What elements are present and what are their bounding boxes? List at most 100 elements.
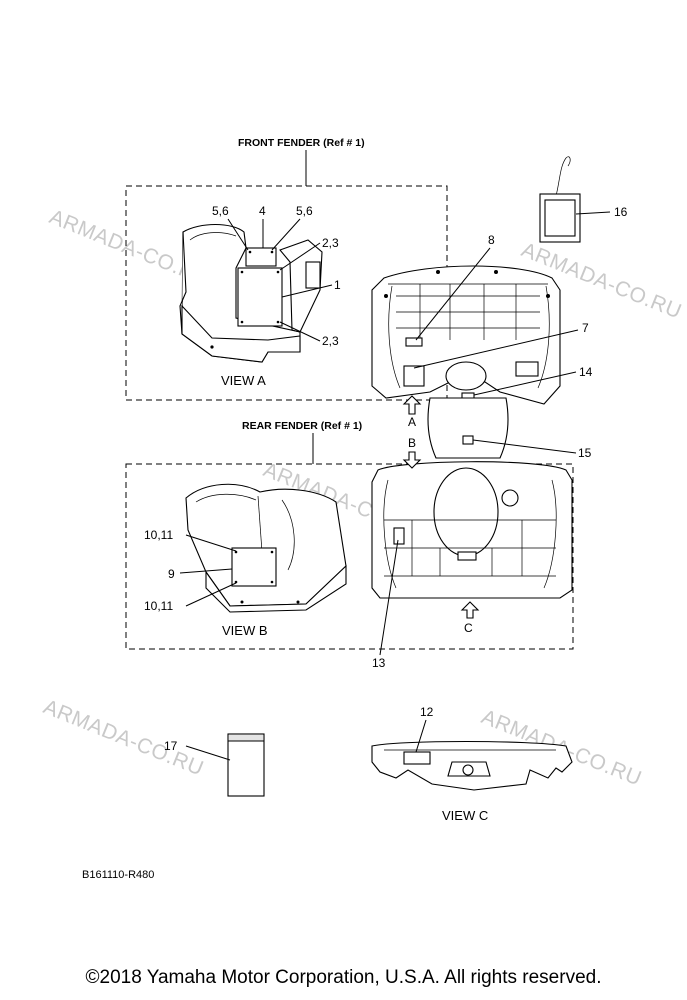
callout-10-11-bottom: 10,11 xyxy=(144,599,173,613)
callout-1: 1 xyxy=(334,278,341,292)
leader-2-3-top xyxy=(279,242,321,271)
callout-12: 12 xyxy=(420,705,434,719)
throttle-box xyxy=(515,361,539,377)
rear-fender-frame xyxy=(125,463,574,650)
rivet xyxy=(270,250,274,254)
rear-fender-skirt xyxy=(205,564,347,613)
rivet xyxy=(234,580,238,584)
label-13 xyxy=(393,527,405,545)
manual-spine-band xyxy=(229,735,263,741)
diagram-code: B161110-R480 xyxy=(82,869,155,881)
label-4-plate xyxy=(245,247,277,267)
manual-book xyxy=(227,733,265,797)
view-arrow-b-label: B xyxy=(408,436,416,450)
rivet xyxy=(270,550,274,554)
label-12 xyxy=(403,751,431,765)
view-arrow-c-label: C xyxy=(464,621,473,635)
callout-2-3-bottom: 2,3 xyxy=(322,334,339,348)
bolt-hole xyxy=(296,600,300,604)
rivet xyxy=(276,320,280,324)
rear-fender-view-b: REAR FENDER (Ref # 1) 10,11 9 10,11 VIEW… xyxy=(125,420,574,650)
front-fender-frame xyxy=(125,185,448,401)
rack-bolt xyxy=(494,270,498,274)
rear-fender-contour xyxy=(195,493,257,503)
front-fender-view-a: FRONT FENDER (Ref # 1) 5,6 4 5,6 2,3 1 2… xyxy=(125,137,448,401)
callout-5-6-left: 5,6 xyxy=(212,204,229,218)
leader-8 xyxy=(415,247,491,341)
view-arrow-b xyxy=(402,451,422,469)
callout-14: 14 xyxy=(579,365,593,379)
callout-17: 17 xyxy=(164,739,178,753)
rear-rack-bars xyxy=(384,519,556,577)
fuel-cap xyxy=(501,489,519,507)
rack-bolt xyxy=(384,294,388,298)
rear-rack-cross xyxy=(411,520,523,576)
rivet xyxy=(240,270,244,274)
front-fender-label: FRONT FENDER (Ref # 1) xyxy=(238,137,365,149)
rivet xyxy=(248,250,252,254)
rivet xyxy=(234,550,238,554)
rivet xyxy=(270,580,274,584)
view-a-label: VIEW A xyxy=(221,373,266,388)
leader-5-6-right xyxy=(271,218,301,251)
rivet xyxy=(276,270,280,274)
rivet xyxy=(240,320,244,324)
callout-10-11-top: 10,11 xyxy=(144,528,173,542)
view-arrow-a xyxy=(402,395,422,415)
rack-bolt xyxy=(436,270,440,274)
leader-13 xyxy=(379,539,399,656)
view-arrow-a-label: A xyxy=(408,415,416,429)
rack-bolt xyxy=(546,294,550,298)
label-9-plate xyxy=(231,547,277,587)
bolt-hole xyxy=(210,345,214,349)
handlebar-pod xyxy=(445,361,487,391)
switch-box xyxy=(403,365,425,387)
leader-10-11-bottom xyxy=(185,582,237,607)
bolt-hole xyxy=(240,600,244,604)
leader-15 xyxy=(472,439,577,454)
callout-13: 13 xyxy=(372,656,386,670)
leader-5-6-left xyxy=(227,218,249,251)
leader-12 xyxy=(415,719,427,753)
callout-5-6-right: 5,6 xyxy=(296,204,313,218)
label-15 xyxy=(462,435,474,445)
watermark-group: ARMADA-CO.RU ARMADA-CO.RU ARMADA-CO.RU A… xyxy=(40,205,685,790)
leader-10-11-top xyxy=(185,534,237,552)
front-rack-cross xyxy=(419,284,517,340)
tank-area xyxy=(427,397,509,459)
label-1-plate xyxy=(237,267,283,327)
seat xyxy=(433,467,499,557)
callout-15: 15 xyxy=(578,446,592,460)
view-arrow-c xyxy=(460,601,480,619)
view-c-label: VIEW C xyxy=(442,808,488,823)
view-c: 12 VIEW C xyxy=(371,705,573,823)
leader-16 xyxy=(575,211,611,215)
atv-top-view: A B C 8 7 14 15 13 xyxy=(371,233,593,670)
leader-17 xyxy=(185,745,231,761)
callout-8: 8 xyxy=(488,233,495,247)
hitch-hole xyxy=(462,764,474,776)
front-fender-contour xyxy=(189,232,237,241)
rear-fender-label: REAR FENDER (Ref # 1) xyxy=(242,420,362,432)
watermark-4: ARMADA-CO.RU xyxy=(40,695,207,780)
tag-string xyxy=(555,156,571,197)
label-8 xyxy=(405,337,423,347)
manual-17: 17 xyxy=(164,733,265,797)
leader-9 xyxy=(179,568,233,574)
yamaha-badge xyxy=(457,551,477,561)
leader-1 xyxy=(281,284,333,298)
callout-9: 9 xyxy=(168,567,175,581)
tag-inner xyxy=(544,199,576,237)
leader-7 xyxy=(413,329,579,369)
callout-7: 7 xyxy=(582,321,589,335)
callout-16: 16 xyxy=(614,205,628,219)
leader-2-3-bottom xyxy=(279,321,321,342)
callout-4: 4 xyxy=(259,204,266,218)
front-fender-bracket xyxy=(305,261,321,289)
leader-14 xyxy=(473,371,577,396)
rear-fender-seam xyxy=(257,495,263,553)
hang-tag-16: 16 xyxy=(539,156,628,243)
callout-2-3-top: 2,3 xyxy=(322,236,339,250)
rear-fender-crease xyxy=(281,499,295,571)
